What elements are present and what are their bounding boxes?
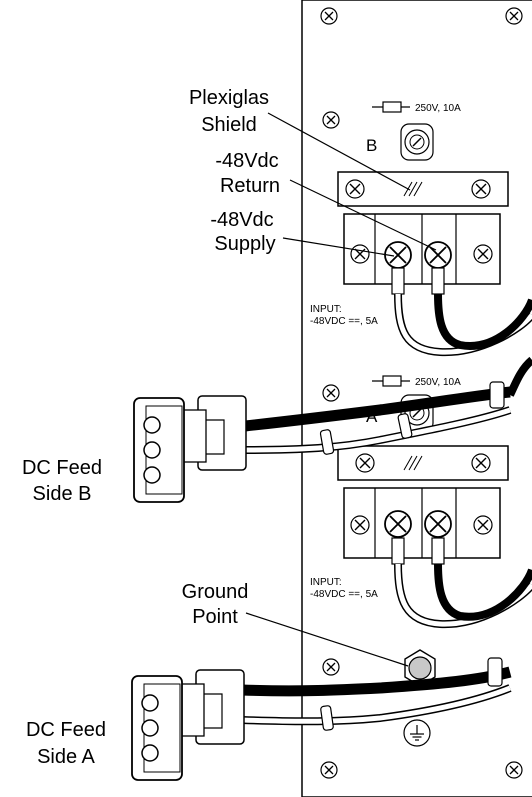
panel-screw-top-right [505, 7, 523, 25]
return-terminal-b-screw-icon [424, 241, 452, 269]
cable-a-tie-icon [320, 657, 503, 731]
ground-symbol-icon [403, 719, 431, 747]
feed-a-label-line2: Side A [37, 746, 95, 768]
return-terminal-a-screw-icon [424, 510, 452, 538]
ground-label-line2: Point [192, 606, 238, 628]
plexiglas-label-line2: Shield [201, 114, 257, 136]
cable-a [241, 666, 512, 726]
fuse-a-symbol-icon [372, 375, 410, 387]
supply-terminal-b-screw-icon [384, 241, 412, 269]
feed-b-label-line2: Side B [33, 483, 92, 505]
input-b-line1: INPUT: [310, 304, 342, 315]
input-a-line1: INPUT: [310, 577, 342, 588]
wires-b [394, 293, 532, 397]
panel-screw-lower-left [322, 658, 340, 676]
fuse-b-rating: 250V, 10A [415, 103, 461, 114]
supply-label-line1: -48Vdc [210, 209, 273, 231]
return-label-line1: -48Vdc [215, 150, 278, 172]
terminal-block-b [337, 171, 509, 295]
supply-terminal-a-screw-icon [384, 510, 412, 538]
ground-stud-icon[interactable] [404, 649, 436, 687]
panel-screw-upper-left [322, 111, 340, 129]
panel-screw-mid-left [322, 384, 340, 402]
fuse-b-letter: B [366, 136, 377, 155]
feed-b-label-line1: DC Feed [22, 457, 102, 479]
return-label-line2: Return [220, 175, 280, 197]
fuse-b-symbol-icon [372, 101, 410, 113]
panel-screw-bottom-right [505, 761, 523, 779]
supply-label-line2: Supply [214, 233, 275, 255]
callout-leaders [245, 112, 437, 667]
cable-b-tie-icon [319, 381, 505, 455]
fuse-b-holder-icon[interactable] [400, 123, 434, 161]
terminal-block-a [337, 445, 509, 565]
cable-b [244, 386, 512, 454]
panel-screw-top-left [320, 7, 338, 25]
wires-a [394, 563, 532, 629]
panel-screw-bottom-left [320, 761, 338, 779]
connector-a-icon[interactable] [131, 669, 245, 781]
input-b-line2: -48VDC ==, 5A [310, 316, 378, 327]
fuse-a-rating: 250V, 10A [415, 377, 461, 388]
input-a-line2: -48VDC ==, 5A [310, 589, 378, 600]
ground-label-line1: Ground [182, 581, 249, 603]
plexiglas-label-line1: Plexiglas [189, 87, 269, 109]
feed-a-label-line1: DC Feed [26, 719, 106, 741]
connector-b-icon[interactable] [133, 395, 247, 503]
